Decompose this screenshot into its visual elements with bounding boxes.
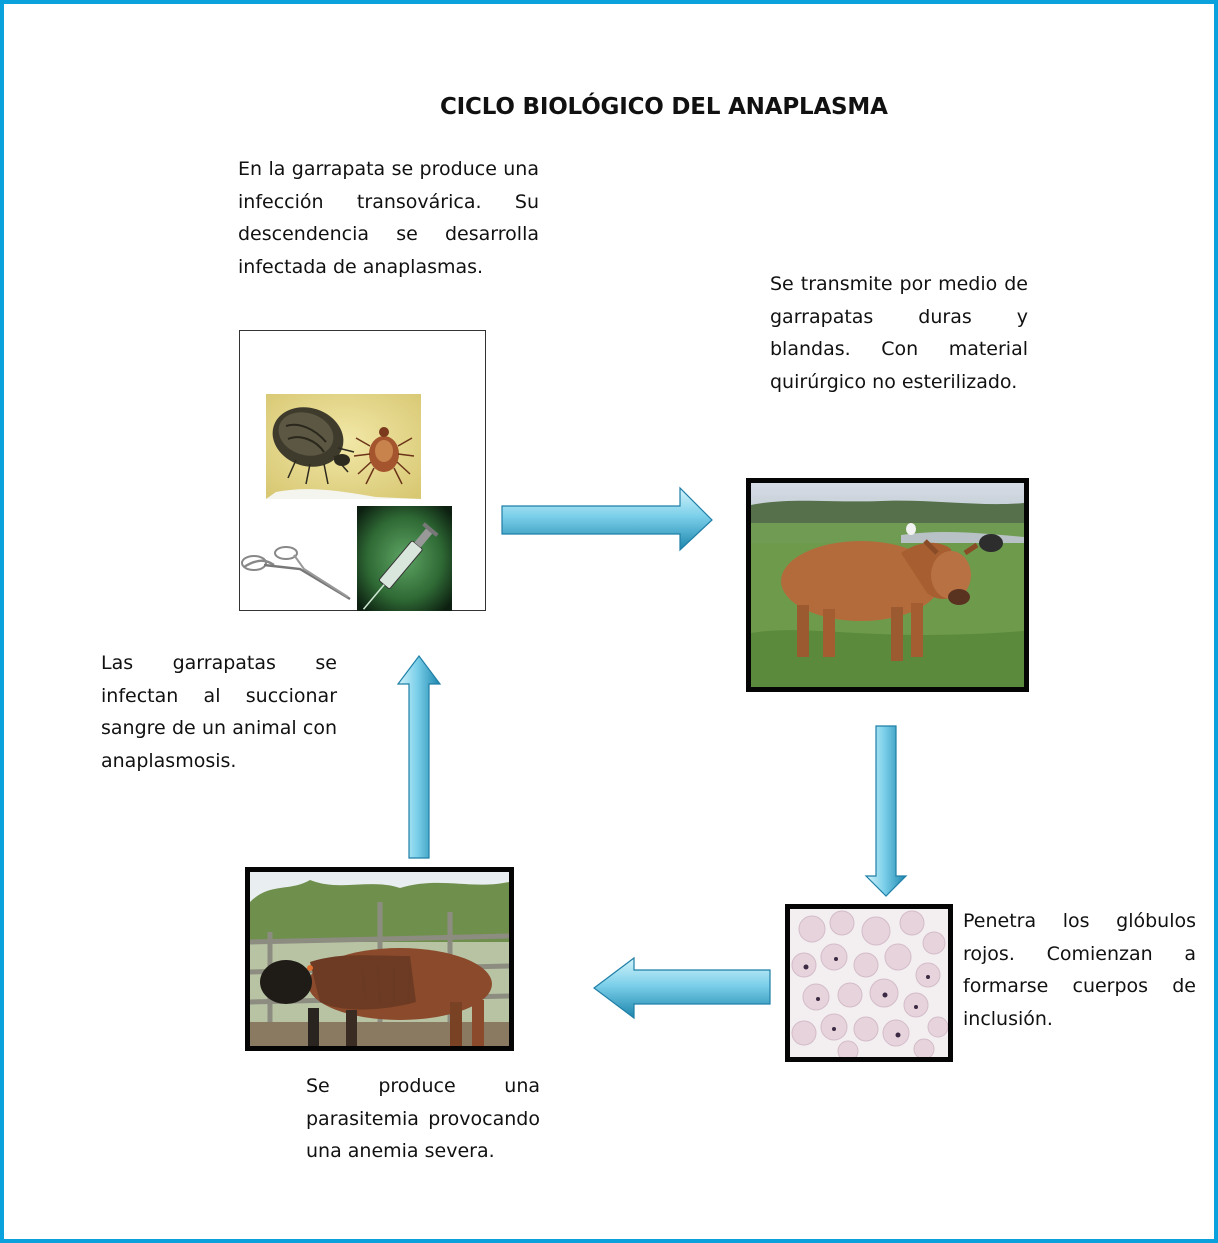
- arrow-left-shape: [593, 956, 771, 1020]
- vector-image-panel: [239, 330, 486, 611]
- syringe-image: [357, 506, 452, 611]
- sick-cow-photo: [245, 867, 514, 1051]
- soft-tick-icon: [353, 427, 415, 485]
- red-blood-cells-image: [790, 909, 948, 1057]
- arrow-right: [501, 486, 713, 552]
- arrow-up: [396, 655, 442, 859]
- healthy-cow-photo: [746, 478, 1029, 692]
- syringe-icon: [362, 522, 439, 610]
- hard-tick-icon: [272, 407, 355, 485]
- emaciated-cow-icon: [260, 948, 492, 1046]
- arrow-left: [592, 560, 772, 624]
- cow-icon: [781, 539, 979, 661]
- step-text-red-cells: Penetra los glóbulos rojos. Comienzan a …: [963, 910, 1196, 1030]
- forceps-icon: [241, 546, 351, 601]
- step-text-parasitemia: Se produce una parasitemia provocando un…: [306, 1075, 540, 1163]
- diagram-title: CICLO BIOLÓGICO DEL ANAPLASMA: [440, 94, 888, 120]
- arrow-down: [864, 725, 908, 897]
- step-text-tick-feeding: Las garrapatas se infectan al succionar …: [101, 652, 337, 772]
- ticks-image: [266, 394, 421, 499]
- blood-smear-photo: [785, 904, 953, 1062]
- step-text-transmission: Se transmite por medio de garrapatas dur…: [770, 273, 1028, 393]
- step-text-tick-infection: En la garrapata se produce una infección…: [238, 158, 539, 278]
